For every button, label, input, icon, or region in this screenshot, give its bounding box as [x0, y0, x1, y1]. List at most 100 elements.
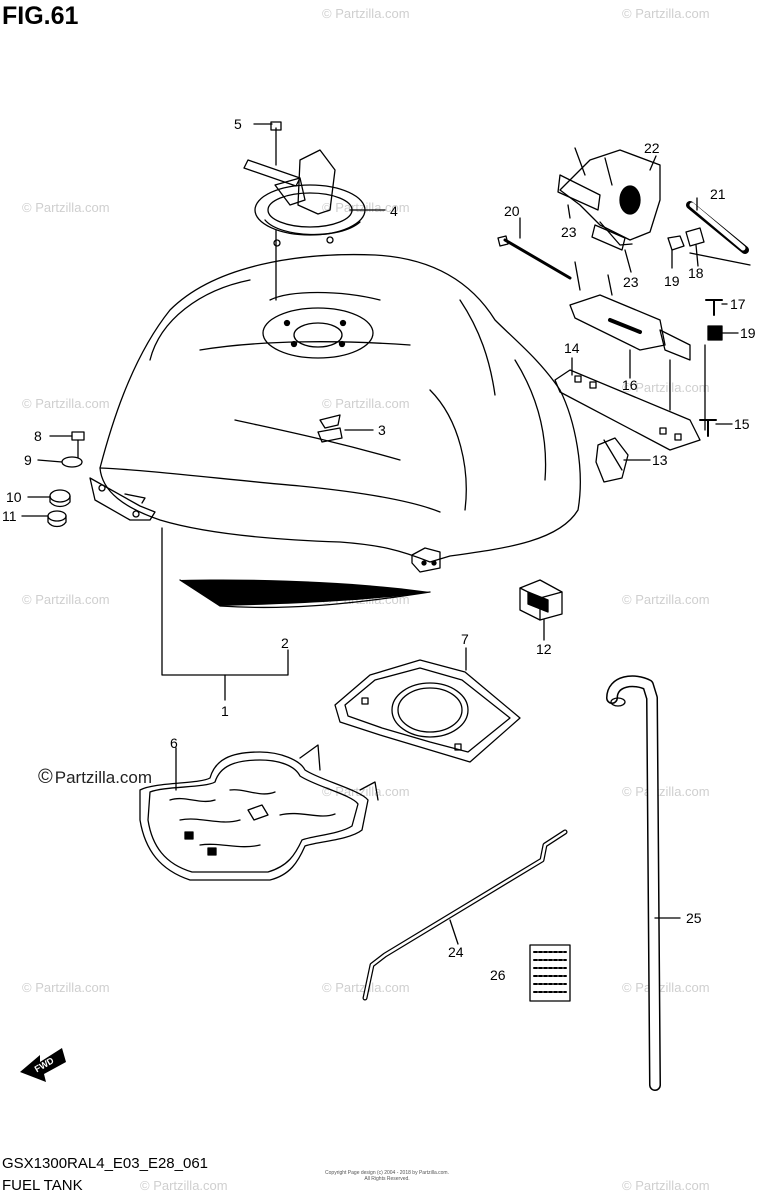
watermark: © Partzilla.com: [322, 6, 410, 21]
filler-opening: [293, 322, 343, 348]
watermark: © Partzilla.com: [622, 980, 710, 995]
callout-19b: 19: [740, 325, 756, 341]
hinge-bracket-22: [559, 149, 661, 241]
bracket-support: [574, 261, 613, 296]
leader-23b: [624, 249, 632, 273]
rear-hinge-assembly: [497, 147, 751, 483]
pin-21-line: [689, 252, 751, 266]
front-hardware: [47, 431, 85, 528]
heat-shield-inner: [147, 759, 359, 873]
tank-left-contour: [149, 279, 251, 361]
tank-pad-outline: [179, 579, 431, 609]
tank-right-contour-2: [429, 389, 467, 511]
callout-6: 6: [170, 735, 178, 751]
callout-4: 4: [390, 203, 398, 219]
plate-14-hole: [574, 375, 582, 383]
heat-shield-hole: [207, 847, 217, 856]
cushion-13: [595, 437, 629, 483]
cap-hinge-arm: [243, 159, 301, 187]
pin-21-highlight: [689, 202, 746, 251]
filler-recess: [262, 307, 374, 359]
callout-25: 25: [686, 910, 702, 926]
screw-15: [699, 419, 717, 437]
watermark: © Partzilla.com: [322, 396, 410, 411]
brand-watermark: ©Partzilla.com: [38, 766, 152, 789]
watermark: © Partzilla.com: [622, 592, 710, 607]
heat-shield-square: [247, 804, 269, 821]
callout-23a: 23: [561, 224, 577, 240]
gasket-7-outer: [334, 659, 521, 763]
screw-17: [705, 299, 723, 316]
callout-24: 24: [448, 944, 464, 960]
heat-shield-outline: [139, 751, 369, 881]
callout-20: 20: [504, 203, 520, 219]
callout-23b: 23: [623, 274, 639, 290]
heat-shield-tab: [359, 781, 379, 801]
footer-copyright: Copyright Page design (c) 2004 - 2018 by…: [325, 1170, 449, 1182]
leader-23a: [567, 204, 571, 219]
hinge-tab: [574, 147, 613, 186]
callout-5: 5: [234, 116, 242, 132]
plate-14-hole: [659, 427, 667, 435]
cushion-23-upper: [557, 174, 601, 211]
watermark: © Partzilla.com: [622, 1178, 710, 1193]
callout-13: 13: [652, 452, 668, 468]
front-bracket: [89, 477, 156, 521]
label-26-text-lines: [533, 951, 567, 993]
callout-17: 17: [730, 296, 746, 312]
callout-15: 15: [734, 416, 750, 432]
bolt-hole: [339, 319, 347, 327]
callout-11: 11: [2, 508, 17, 524]
collar-11-side: [47, 515, 67, 528]
tank-lower-edge: [99, 467, 441, 513]
callout-26: 26: [490, 967, 506, 983]
cap-base: [264, 219, 361, 236]
bolt-20-head: [497, 235, 509, 247]
callout-1: 1: [221, 703, 229, 719]
gasket-7-inner: [344, 667, 511, 753]
callout-8: 8: [34, 428, 42, 444]
tank-outline: [99, 253, 581, 563]
watermark: © Partzilla.com: [22, 200, 110, 215]
washer-9: [61, 456, 83, 468]
bolt-hole: [290, 340, 298, 348]
hose-24-core: [363, 830, 567, 1000]
watermark-layer: © Partzilla.com © Partzilla.com © Partzi…: [22, 6, 710, 1193]
leader-22: [649, 155, 657, 171]
plate-14-hole: [589, 381, 597, 389]
heat-shield-6: [139, 744, 379, 881]
cushion-23-lower: [591, 224, 626, 251]
heat-shield-texture: [169, 789, 336, 848]
tank-right-contour: [459, 299, 496, 396]
model-code: GSX1300RAL4_E03_E28_061: [2, 1155, 209, 1172]
callout-3: 3: [378, 422, 386, 438]
nut-19-lower: [707, 325, 723, 341]
bracket-16-ear: [659, 329, 691, 361]
tank-pad-stripe: [180, 579, 430, 606]
leader-24: [449, 919, 459, 945]
callout-2: 2: [281, 635, 289, 651]
callout-12: 12: [536, 641, 552, 657]
bolt-8-head: [71, 431, 85, 441]
cushion-12-body: [519, 579, 563, 621]
front-bracket-fold: [124, 493, 146, 504]
plate-14: [554, 369, 701, 451]
callout-19a: 19: [664, 273, 680, 289]
caution-label-26: [529, 944, 571, 1002]
washer-18: [685, 227, 705, 247]
callout-21: 21: [710, 186, 726, 202]
leader-18: [695, 244, 699, 267]
heat-shield-tab: [299, 744, 321, 771]
tank-rear-contour: [514, 359, 547, 481]
callout-18: 18: [688, 265, 704, 281]
collar-11: [47, 510, 67, 522]
hose-25-core: [607, 676, 660, 1090]
gasket-7-ring-inner: [397, 687, 463, 733]
leader-9: [37, 459, 63, 463]
gasket-7-hole: [361, 697, 369, 705]
watermark: © Partzilla.com: [622, 380, 710, 395]
tank-ridge: [199, 341, 411, 351]
watermark: © Partzilla.com: [622, 784, 710, 799]
callout-14: 14: [564, 340, 580, 356]
bracket-16-slot: [608, 318, 642, 334]
